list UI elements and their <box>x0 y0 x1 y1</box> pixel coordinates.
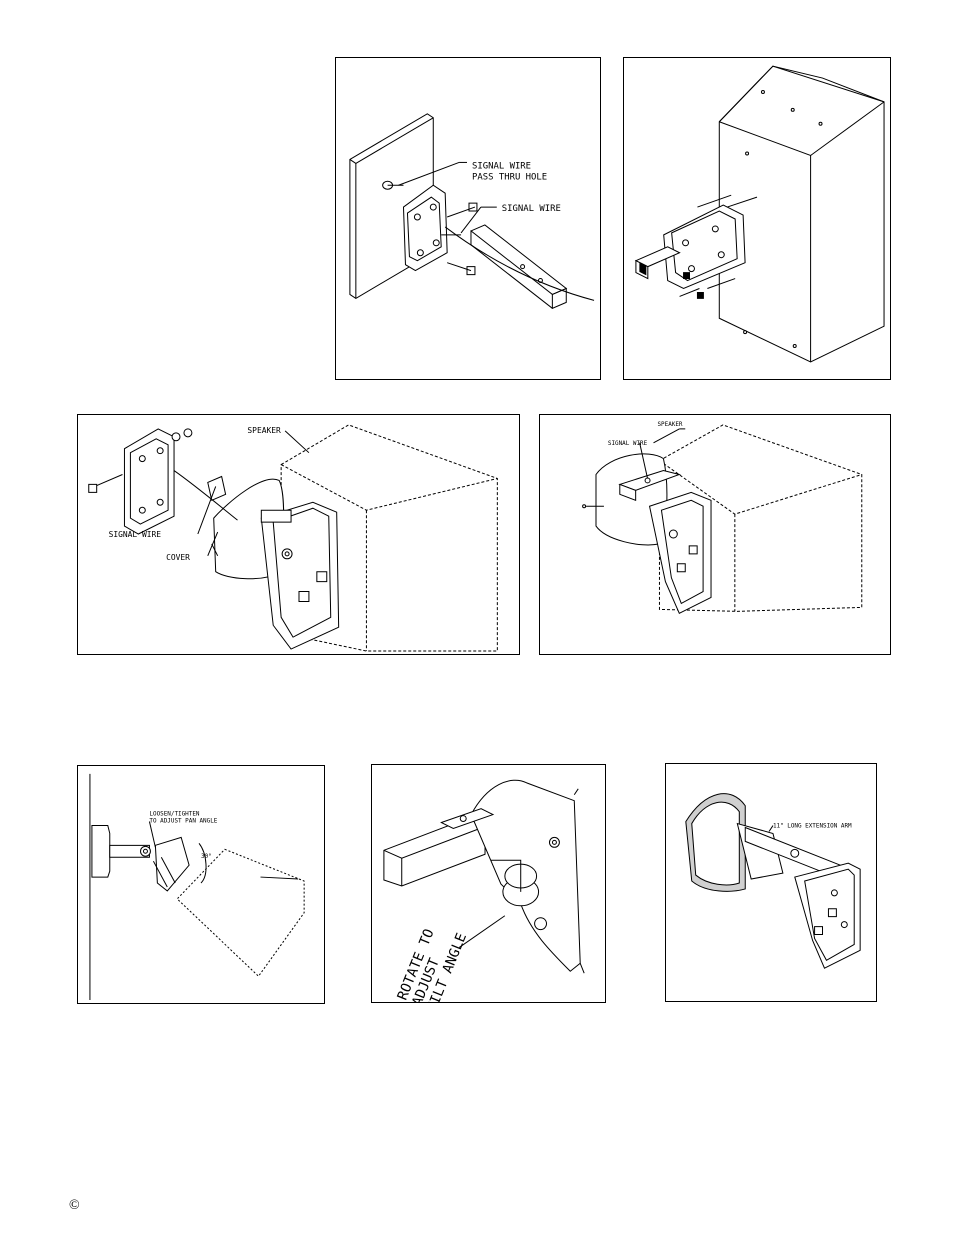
speaker-plate-drawing <box>624 58 890 379</box>
copyright-symbol: © <box>69 1198 80 1213</box>
pan-angle-label: TO ADJUST PAN ANGLE <box>149 818 217 825</box>
angle-label: 30° <box>201 853 212 860</box>
figure-exploded-speaker-assembly: SPEAKER SIGNAL WIRE COVER <box>77 414 520 655</box>
signal-wire-label: SIGNAL WIRE <box>502 204 561 214</box>
speaker-label: SPEAKER <box>247 426 281 435</box>
cover-label: COVER <box>166 553 190 562</box>
loosen-tighten-label: LOOSEN/TIGHTEN <box>149 811 199 818</box>
figure-assembled-speaker: SPEAKER SIGNAL WIRE <box>539 414 891 655</box>
assembled-speaker-drawing: SPEAKER SIGNAL WIRE <box>540 421 890 654</box>
speaker-label: SPEAKER <box>657 421 682 428</box>
extension-arm-drawing: 11" LONG EXTENSION ARM <box>666 764 876 1001</box>
extension-arm-label: 11" LONG EXTENSION ARM <box>773 823 852 830</box>
signal-wire-label: SIGNAL WIRE <box>608 440 648 447</box>
figure-pan-angle-adjust: LOOSEN/TIGHTEN TO ADJUST PAN ANGLE 30° <box>77 765 325 1004</box>
pan-angle-drawing: LOOSEN/TIGHTEN TO ADJUST PAN ANGLE 30° <box>78 766 324 1003</box>
signal-wire-label: SIGNAL WIRE <box>109 530 162 539</box>
figure-speaker-mounting-plate <box>623 57 891 380</box>
figure-tilt-angle-adjust: ROTATE TO ADJUST TILT ANGLE <box>371 764 606 1003</box>
exploded-assembly-drawing: SPEAKER SIGNAL WIRE COVER <box>78 415 519 654</box>
pass-thru-label-2: PASS THRU HOLE <box>472 172 547 182</box>
figure-wall-mount-signal-wire: SIGNAL WIRE PASS THRU HOLE SIGNAL WIRE <box>335 57 601 380</box>
tilt-angle-drawing: ROTATE TO ADJUST TILT ANGLE <box>372 765 605 1002</box>
pass-thru-label-1: SIGNAL WIRE <box>472 161 531 171</box>
figure-extension-arm: 11" LONG EXTENSION ARM <box>665 763 877 1002</box>
wall-mount-drawing: SIGNAL WIRE PASS THRU HOLE SIGNAL WIRE <box>336 58 600 379</box>
